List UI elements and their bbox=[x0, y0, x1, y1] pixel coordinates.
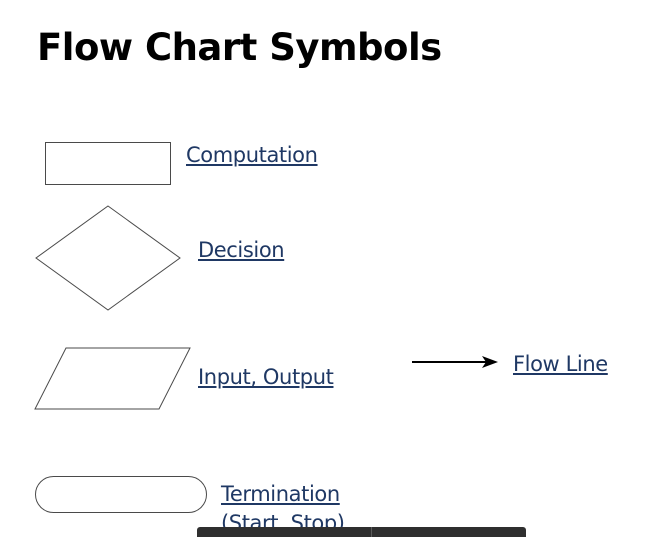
presentation-toolbar[interactable] bbox=[197, 527, 526, 537]
decision-diamond-icon bbox=[35, 205, 181, 311]
termination-link[interactable]: Termination bbox=[221, 482, 340, 506]
flow-line-link[interactable]: Flow Line bbox=[513, 352, 608, 376]
input-output-parallelogram-icon bbox=[34, 347, 191, 410]
decision-link[interactable]: Decision bbox=[198, 238, 285, 262]
computation-rectangle-icon bbox=[45, 142, 171, 185]
page-title: Flow Chart Symbols bbox=[37, 26, 442, 69]
flow-line-arrow-icon bbox=[412, 356, 498, 368]
toolbar-divider bbox=[371, 527, 372, 537]
input-output-link[interactable]: Input, Output bbox=[198, 365, 334, 389]
termination-oval-icon bbox=[35, 476, 207, 513]
computation-link[interactable]: Computation bbox=[186, 143, 318, 167]
